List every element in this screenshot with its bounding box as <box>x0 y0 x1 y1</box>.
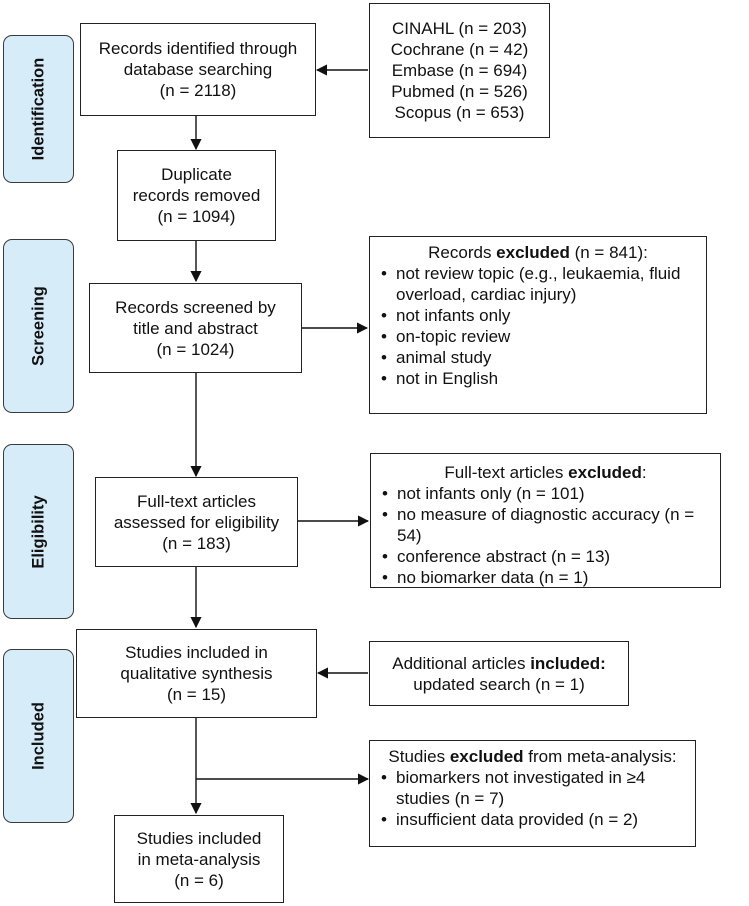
database-embase: Embase (n = 694) <box>391 61 528 80</box>
database-cinahl: CINAHL (n = 203) <box>392 19 527 38</box>
database-pubmed: Pubmed (n = 526) <box>391 82 528 101</box>
list-item: no measure of diagnostic accuracy (n = 5… <box>377 504 714 546</box>
qualitative-synthesis-box: Studies included in qualitative synthesi… <box>76 629 317 718</box>
list-item: conference abstract (n = 13) <box>377 546 714 567</box>
databases-box: CINAHL (n = 203) Cochrane (n = 42) Embas… <box>369 3 550 138</box>
records-excluded-heading: Records excluded (n = 841): <box>428 243 648 262</box>
database-cochrane: Cochrane (n = 42) <box>390 40 529 59</box>
list-item: not review topic (e.g., leukaemia, fluid… <box>376 263 700 305</box>
records-identified-box: Records identified through database sear… <box>80 23 316 116</box>
list-item: not infants only (n = 101) <box>377 483 714 504</box>
phase-included: Included <box>3 649 74 823</box>
duplicates-removed-box: Duplicate records removed (n = 1094) <box>117 150 276 241</box>
fulltext-assessed-box: Full-text articles assessed for eligibil… <box>95 477 298 567</box>
fulltext-excluded-heading: Full-text articles excluded: <box>444 463 647 482</box>
list-item: on-topic review <box>376 326 700 347</box>
list-item: not in English <box>376 368 700 389</box>
list-item: not infants only <box>376 305 700 326</box>
list-item: animal study <box>376 347 700 368</box>
list-item: insufficient data provided (n = 2) <box>376 809 689 830</box>
meta-excluded-box: Studies excluded from meta-analysis: bio… <box>369 740 696 847</box>
meta-analysis-box: Studies included in meta-analysis (n = 6… <box>114 815 284 903</box>
phase-identification: Identification <box>3 35 74 183</box>
phase-screening: Screening <box>3 239 74 413</box>
additional-articles-heading: Additional articles included: <box>392 653 606 673</box>
fulltext-excluded-box: Full-text articles excluded: not infants… <box>370 453 721 588</box>
phase-eligibility: Eligibility <box>3 444 74 619</box>
meta-excluded-heading: Studies excluded from meta-analysis: <box>388 747 677 766</box>
records-excluded-box: Records excluded (n = 841): not review t… <box>369 236 707 414</box>
records-screened-box: Records screened by title and abstract (… <box>89 283 302 373</box>
additional-articles-box: Additional articles included: updated se… <box>369 641 629 706</box>
list-item: no biomarker data (n = 1) <box>377 567 714 588</box>
list-item: biomarkers not investigated in ≥4 studie… <box>376 767 689 809</box>
database-scopus: Scopus (n = 653) <box>394 103 525 122</box>
